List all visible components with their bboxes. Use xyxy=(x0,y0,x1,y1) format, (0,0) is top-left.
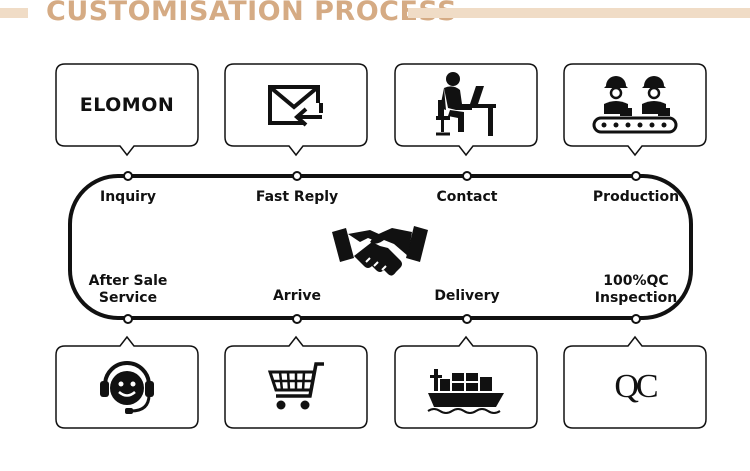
step-label-arrive: Arrive xyxy=(272,288,322,304)
brand-logo: ELOMON xyxy=(79,94,175,116)
step-label-after-sale-service: After Sale Service xyxy=(88,273,168,306)
bubble-fast-reply xyxy=(224,63,368,157)
title-bar-right xyxy=(408,8,750,18)
factory-workers-icon xyxy=(592,76,678,134)
step-label-delivery: Delivery xyxy=(434,288,500,304)
bubble-frame xyxy=(224,63,368,157)
cargo-ship-icon xyxy=(427,369,504,414)
bubble-frame xyxy=(55,63,199,157)
step-dot xyxy=(462,314,472,324)
handshake-icon xyxy=(332,226,428,276)
bubble-production xyxy=(563,63,707,157)
office-worker-icon xyxy=(436,72,496,136)
step-dot xyxy=(631,314,641,324)
step-dot xyxy=(462,171,472,181)
step-label-inquiry: Inquiry xyxy=(100,189,156,205)
bubble-frame xyxy=(394,335,538,429)
bubble-contact xyxy=(394,63,538,157)
bubble-qc-inspection: QC xyxy=(563,335,707,429)
bubble-inquiry: ELOMON xyxy=(55,63,199,157)
step-dot xyxy=(123,171,133,181)
headset-support-icon xyxy=(100,361,154,414)
qc-mark-icon: QC xyxy=(614,368,658,405)
bubble-frame xyxy=(563,335,707,429)
title-section: CUSTOMISATION PROCESS xyxy=(0,0,750,30)
step-label-fast-reply: Fast Reply xyxy=(255,189,339,205)
process-loop xyxy=(68,174,693,320)
shopping-cart-icon xyxy=(267,362,324,410)
step-dot xyxy=(123,314,133,324)
step-label-production: Production xyxy=(592,189,680,205)
step-dot xyxy=(292,314,302,324)
bubble-after-sale-service xyxy=(55,335,199,429)
step-label-qc-inspection: 100%QC Inspection xyxy=(594,273,678,306)
bubble-delivery xyxy=(394,335,538,429)
page-title: CUSTOMISATION PROCESS xyxy=(46,0,458,27)
step-label-contact: Contact xyxy=(436,189,498,205)
step-dot xyxy=(631,171,641,181)
title-bar-left xyxy=(0,8,28,18)
bubble-arrive xyxy=(224,335,368,429)
step-dot xyxy=(292,171,302,181)
mail-reply-icon xyxy=(268,85,323,127)
